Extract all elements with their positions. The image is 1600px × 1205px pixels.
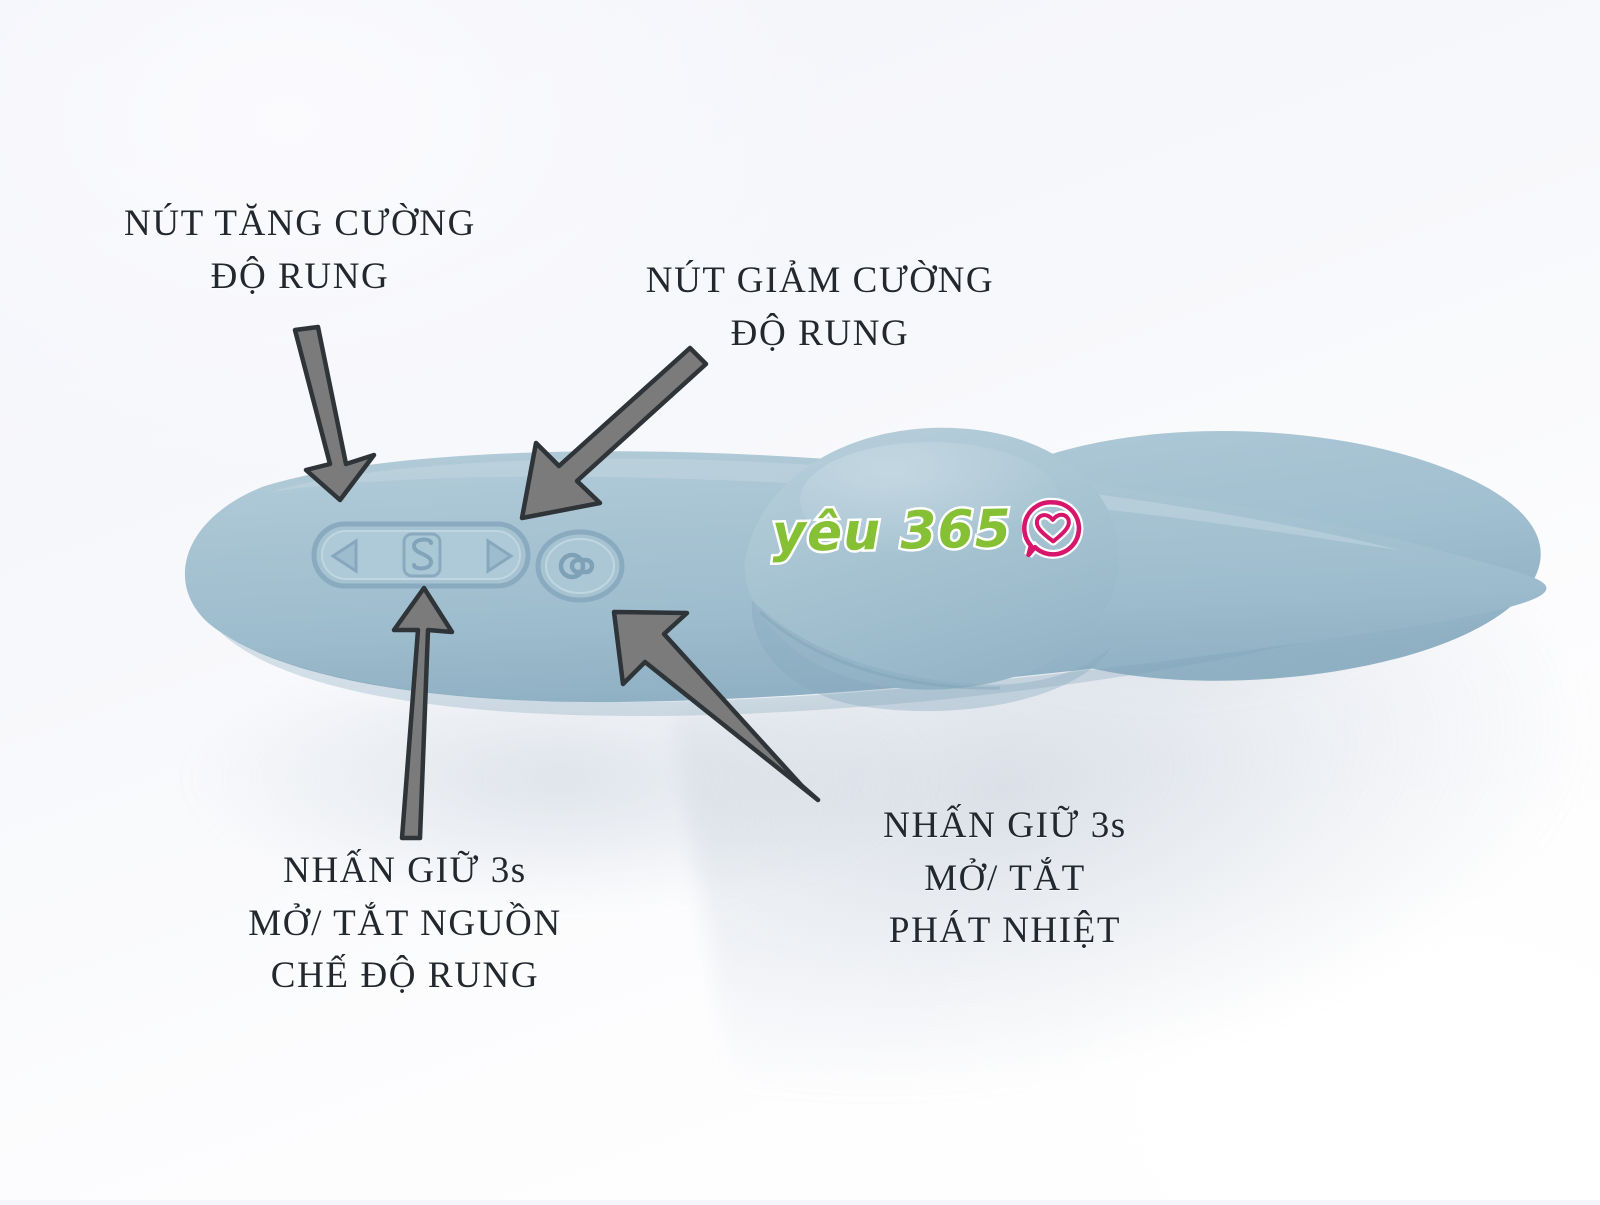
label-increase-line2: ĐỘ RUNG bbox=[210, 255, 390, 297]
label-decrease-vibration: NÚT GIẢM CƯỜNG ĐỘ RUNG bbox=[620, 255, 1020, 360]
watermark-text: yêu 365 bbox=[769, 497, 1015, 567]
label-increase-line1: NÚT TĂNG CƯỜNG bbox=[124, 203, 476, 244]
heart-speech-bubble-icon bbox=[1019, 497, 1084, 560]
label-increase-vibration: NÚT TĂNG CƯỜNG ĐỘ RUNG bbox=[105, 198, 495, 303]
label-power-line2: MỞ/ TẮT NGUỒN bbox=[248, 902, 562, 944]
label-power-vibration-mode: NHẤN GIỮ 3s MỞ/ TẮT NGUỒN CHẾ ĐỘ RUNG bbox=[225, 845, 585, 1003]
label-heat-line1: NHẤN GIỮ 3s bbox=[883, 805, 1127, 846]
label-power-line3: CHẾ ĐỘ RUNG bbox=[270, 955, 540, 997]
label-decrease-line2: ĐỘ RUNG bbox=[730, 312, 910, 354]
label-heat-line2: MỞ/ TẮT bbox=[924, 857, 1086, 899]
watermark-logo: yêu 365 bbox=[769, 497, 1084, 567]
label-heat-line3: PHÁT NHIỆT bbox=[888, 910, 1122, 952]
label-heat-toggle: NHẤN GIỮ 3s MỞ/ TẮT PHÁT NHIỆT bbox=[845, 800, 1165, 958]
label-decrease-line1: NÚT GIẢM CƯỜNG bbox=[645, 260, 995, 301]
label-power-line1: NHẤN GIỮ 3s bbox=[283, 850, 527, 891]
